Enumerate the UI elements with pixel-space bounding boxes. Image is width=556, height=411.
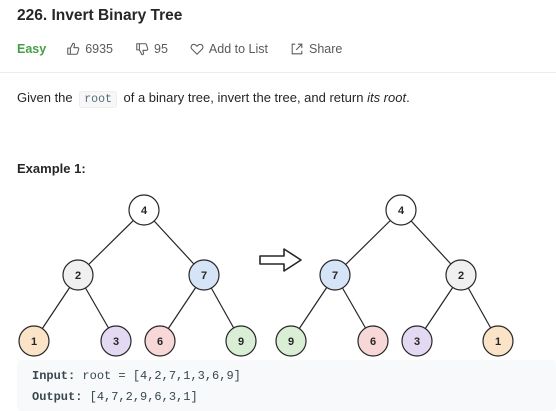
output-tree-node-circle [401,325,433,357]
thumbs-up-icon [67,42,80,55]
example-diagram: 4 2 7 1 3 6 9 4 7 2 9 6 3 1 [18,194,514,357]
input-tree-node-label: 6 [157,336,163,348]
output-tree-node: 1 [482,325,514,357]
header-divider [0,72,556,73]
input-tree-node-label: 7 [201,270,207,282]
input-tree-node-label: 9 [238,336,244,348]
problem-meta-bar: Easy 6935 95 Add to List Share [17,40,364,58]
output-tree-node-circle [445,259,477,291]
input-tree-node-circle [62,259,94,291]
input-tree-node-label: 4 [141,205,148,217]
description-emphasis: its root [367,90,407,105]
description-text-middle: of a binary tree, invert the tree, and r… [123,90,364,105]
output-tree-node: 2 [445,259,477,291]
input-tree-node-circle [18,325,50,357]
output-tree-node-circle [482,325,514,357]
output-tree-node-circle [357,325,389,357]
output-tree-node: 9 [275,325,307,357]
input-tree-node-circle [128,194,160,226]
add-to-list-label: Add to List [208,42,268,56]
output-tree-node-label: 3 [414,336,420,348]
like-button[interactable]: 6935 [66,42,113,56]
share-icon [291,43,303,55]
input-tree-node: 3 [100,325,132,357]
input-tree-node-label: 3 [113,336,119,348]
like-count: 6935 [85,42,114,56]
output-tree-node: 6 [357,325,389,357]
difficulty-label: Easy [17,42,47,56]
output-tree-node-circle [275,325,307,357]
input-value: root = [4,2,7,1,3,6,9] [82,369,241,383]
input-tree-node: 7 [188,259,220,291]
output-label: Output: [32,390,83,404]
output-tree-node: 4 [385,194,417,226]
dislike-button[interactable]: 95 [135,42,168,56]
input-tree-node: 4 [128,194,160,226]
problem-title: 226. Invert Binary Tree [17,7,183,24]
input-tree-node-circle [225,325,257,357]
heart-icon [190,43,204,55]
example-title: Example 1: [17,161,86,176]
problem-description: Given the root of a binary tree, invert … [17,90,410,108]
output-tree-node: 3 [401,325,433,357]
output-tree-node-label: 6 [370,336,376,348]
output-line: Output: [4,7,2,9,6,3,1] [32,390,198,404]
input-tree-node-circle [188,259,220,291]
output-tree-node-label: 7 [332,270,338,282]
input-line: Input: root = [4,2,7,1,3,6,9] [32,369,241,383]
output-tree-node-label: 4 [398,205,405,217]
output-value: [4,7,2,9,6,3,1] [89,390,198,404]
output-tree-node-label: 1 [495,336,501,348]
thumbs-down-icon [136,43,149,56]
share-button[interactable]: Share [290,42,342,56]
add-to-list-button[interactable]: Add to List [190,42,268,56]
input-tree-node-circle [100,325,132,357]
description-text-end: . [406,90,410,105]
output-tree-node: 7 [319,259,351,291]
input-tree-node: 2 [62,259,94,291]
output-tree-node-circle [385,194,417,226]
input-tree-node-circle [144,325,176,357]
input-tree-node-label: 2 [75,270,81,282]
description-text-start: Given the [17,90,73,105]
input-tree-node: 1 [18,325,50,357]
input-tree-node: 6 [144,325,176,357]
input-label: Input: [32,369,76,383]
arrow-icon [259,248,302,272]
output-tree: 4 7 2 9 6 3 1 [275,194,514,357]
output-tree-node-label: 2 [458,270,464,282]
example-code-block: Input: root = [4,2,7,1,3,6,9] Output: [4… [17,360,556,411]
input-tree: 4 2 7 1 3 6 9 [18,194,257,357]
root-code: root [79,91,117,108]
input-tree-node: 9 [225,325,257,357]
output-tree-node-circle [319,259,351,291]
dislike-count: 95 [154,42,168,56]
input-tree-node-label: 1 [31,336,37,348]
share-label: Share [309,42,343,56]
output-tree-node-label: 9 [288,336,294,348]
